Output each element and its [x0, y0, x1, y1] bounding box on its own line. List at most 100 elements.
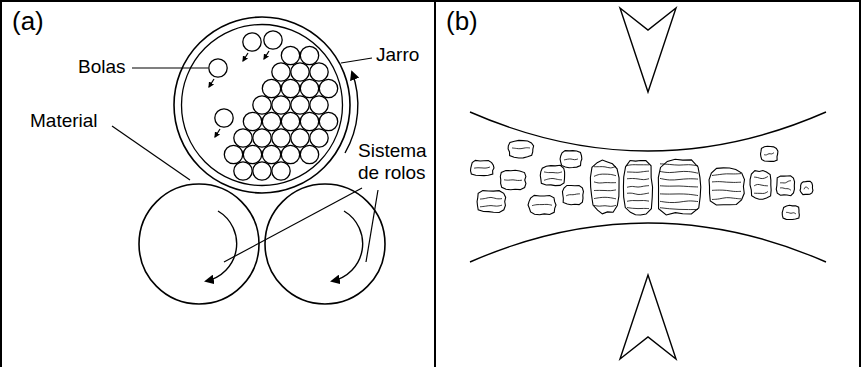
- leader-line: [341, 58, 372, 63]
- roller-rotation-arrow: [332, 211, 363, 281]
- particle-texture: [532, 204, 552, 205]
- ball: [310, 129, 328, 147]
- ball: [281, 145, 299, 163]
- particle: [658, 159, 700, 215]
- leader-line: [366, 190, 378, 262]
- ball: [215, 109, 233, 127]
- jar-outer: [174, 17, 350, 193]
- particle: [623, 161, 652, 216]
- particle-texture: [594, 205, 616, 206]
- ball: [253, 96, 271, 114]
- particle-texture: [627, 186, 649, 188]
- particle: [750, 171, 771, 200]
- particle-texture: [594, 166, 616, 168]
- particle-texture: [660, 171, 698, 173]
- particle-texture: [660, 186, 698, 187]
- particle-texture: [712, 190, 741, 191]
- particle-texture: [786, 212, 796, 214]
- ball: [300, 46, 318, 64]
- particle: [560, 151, 582, 168]
- balls: [209, 31, 338, 180]
- ball: [243, 145, 261, 163]
- particle: [508, 140, 533, 158]
- ball: [234, 162, 252, 180]
- panel: (a): [0, 0, 434, 367]
- ball: [319, 112, 337, 130]
- particle-texture: [660, 194, 698, 196]
- panel: (b): [434, 0, 861, 367]
- particle: [590, 160, 619, 214]
- leader-line: [112, 126, 190, 180]
- particle-texture: [780, 188, 791, 190]
- particle-texture: [564, 159, 578, 160]
- panel-label: (b): [436, 2, 478, 37]
- ball: [272, 63, 290, 81]
- particle-texture: [627, 178, 649, 179]
- particle-texture: [712, 198, 741, 200]
- particle-texture: [804, 187, 809, 189]
- ball: [253, 129, 271, 147]
- ball: [281, 46, 299, 64]
- particle-texture: [754, 191, 768, 193]
- ball: [224, 145, 242, 163]
- force-arrow: [620, 8, 676, 92]
- ball: [291, 96, 309, 114]
- particle: [477, 191, 506, 213]
- part-label: Material: [30, 110, 98, 132]
- leader-line: [132, 67, 208, 68]
- ball: [262, 79, 280, 97]
- particle: [761, 146, 778, 161]
- motion-arrow: [264, 51, 269, 59]
- particle-texture: [764, 153, 774, 155]
- particle-texture: [594, 197, 616, 199]
- particle-texture: [627, 171, 649, 172]
- ball: [243, 112, 261, 130]
- particle-texture: [627, 193, 649, 194]
- motion-arrow: [243, 53, 248, 61]
- particle: [562, 185, 583, 204]
- motion-arrow: [209, 79, 214, 87]
- particle: [540, 165, 564, 185]
- part-label: Jarro: [376, 44, 419, 66]
- leader-line: [224, 188, 362, 262]
- particle-texture: [780, 181, 791, 183]
- ball: [319, 79, 337, 97]
- particle-texture: [512, 147, 530, 149]
- particle-texture: [474, 167, 490, 168]
- ball: [234, 129, 252, 147]
- ball: [264, 31, 282, 49]
- part-label: Sistema de rolos: [358, 140, 430, 184]
- particle: [500, 170, 526, 190]
- ball: [253, 162, 271, 180]
- ball: [310, 96, 328, 114]
- ball: [281, 79, 299, 97]
- particle-texture: [544, 178, 562, 180]
- ball: [300, 112, 318, 130]
- motion-arrow: [215, 129, 220, 137]
- particle-texture: [660, 201, 698, 203]
- particle-texture: [627, 200, 649, 202]
- particle-texture: [660, 178, 698, 180]
- roller: [139, 184, 259, 304]
- ball: [291, 63, 309, 81]
- jar-rotation-arrow: [345, 72, 358, 153]
- particle: [800, 181, 813, 194]
- ball: [243, 33, 261, 51]
- force-arrow: [620, 275, 676, 359]
- jar-inner: [182, 25, 343, 186]
- ball: [291, 129, 309, 147]
- roller: [265, 184, 385, 304]
- particle-texture: [504, 179, 522, 181]
- particle: [528, 195, 556, 214]
- particle-texture: [480, 197, 502, 199]
- ball: [300, 145, 318, 163]
- particle-texture: [594, 182, 616, 183]
- ball: [300, 79, 318, 97]
- particle-texture: [627, 208, 649, 209]
- particle-texture: [712, 181, 741, 183]
- particle-texture: [660, 208, 698, 210]
- ball: [262, 145, 280, 163]
- particle: [709, 168, 744, 205]
